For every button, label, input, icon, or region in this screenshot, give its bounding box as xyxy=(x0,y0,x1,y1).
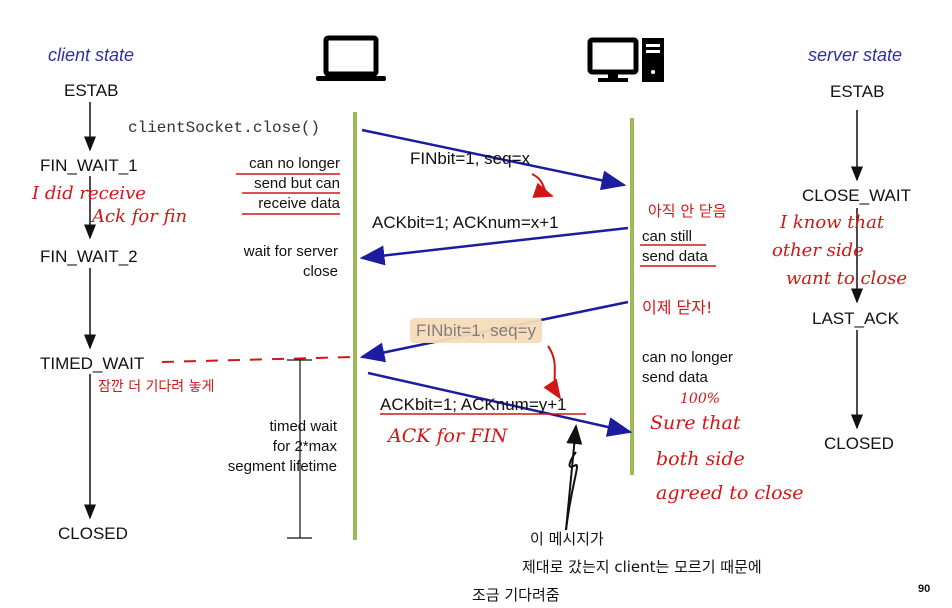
note-timed-2: for 2*max xyxy=(272,438,337,455)
note-still-1: can still xyxy=(642,228,693,245)
msg-ack-x: ACKbit=1; ACKnum=x+1 xyxy=(372,213,559,232)
anno-ack-fin: ACK for FIN xyxy=(388,425,508,447)
server-state-estab: ESTAB xyxy=(830,82,885,101)
anno-bottom-2: 제대로 갔는지 client는 모르기 때문에 xyxy=(522,558,762,576)
laptop-icon xyxy=(316,35,386,81)
note-no-longer-1: can no longer xyxy=(249,155,340,172)
ack-y-arrow xyxy=(367,371,633,437)
note-timed-3: segment lifetime xyxy=(227,458,337,475)
pointer-arrow xyxy=(565,424,583,531)
anno-sure-3: agreed to close xyxy=(656,482,804,504)
note-nolonger-2: send data xyxy=(642,369,708,386)
note-no-longer-2: send but can xyxy=(254,175,340,192)
ack-x-arrow xyxy=(359,226,629,266)
note-timed-1: timed wait xyxy=(269,418,337,435)
note-no-longer-3: receive data xyxy=(258,195,340,212)
anno-server-2: other side xyxy=(772,240,864,261)
client-close-call: clientSocket.close() xyxy=(128,119,321,137)
desktop-icon xyxy=(587,37,664,82)
anno-server-3: want to close xyxy=(786,268,908,289)
anno-sure-1: Sure that xyxy=(650,412,741,434)
pointer-mark xyxy=(565,451,578,531)
anno-server-1: I know that xyxy=(780,212,885,233)
anno-client-2: Ack for fin xyxy=(92,206,188,227)
anno-kr-2: 이제 닫자! xyxy=(642,298,713,317)
server-state-closed: CLOSED xyxy=(824,434,894,453)
client-state-fin-wait-2: FIN_WAIT_2 xyxy=(40,247,138,266)
anno-kr-3: 잠깐 더 기다려 놓게 xyxy=(98,379,215,395)
msg-fin-y: FINbit=1, seq=y xyxy=(410,318,543,343)
note-nolonger-1: can no longer xyxy=(642,349,733,366)
client-state-title: client state xyxy=(48,45,135,65)
anno-client-1: I did receive xyxy=(32,183,146,204)
anno-bottom-3: 조금 기다려줌 xyxy=(472,586,560,604)
timed-wait-dashed-line xyxy=(161,356,355,363)
anno-kr-1: 아직 안 닫음 xyxy=(648,202,727,220)
client-state-fin-wait-1: FIN_WAIT_1 xyxy=(40,156,138,175)
client-state-timed-wait: TIMED_WAIT xyxy=(40,354,145,373)
note-wait-2: close xyxy=(302,263,338,280)
page-number: 90 xyxy=(918,583,931,595)
fin-x-arrow xyxy=(361,128,627,191)
server-state-last-ack: LAST_ACK xyxy=(812,309,899,328)
squiggle-mark xyxy=(543,345,562,400)
msg-ack-y: ACKbit=1; ACKnum=y+1 xyxy=(380,395,567,414)
squiggle-mark xyxy=(531,173,554,198)
msg-fin-x: FINbit=1, seq=x xyxy=(410,149,531,168)
client-state-estab: ESTAB xyxy=(64,81,119,100)
anno-bottom-1: 이 메시지가 xyxy=(530,530,604,548)
server-state-title: server state xyxy=(808,45,903,65)
anno-pct: 100% xyxy=(680,391,721,407)
client-state-closed: CLOSED xyxy=(58,524,128,543)
note-still-2: send data xyxy=(642,248,708,265)
timed-wait-bracket xyxy=(287,359,312,539)
server-state-close-wait: CLOSE_WAIT xyxy=(802,186,911,205)
note-wait-1: wait for server xyxy=(243,243,338,260)
anno-sure-2: both side xyxy=(656,448,745,470)
